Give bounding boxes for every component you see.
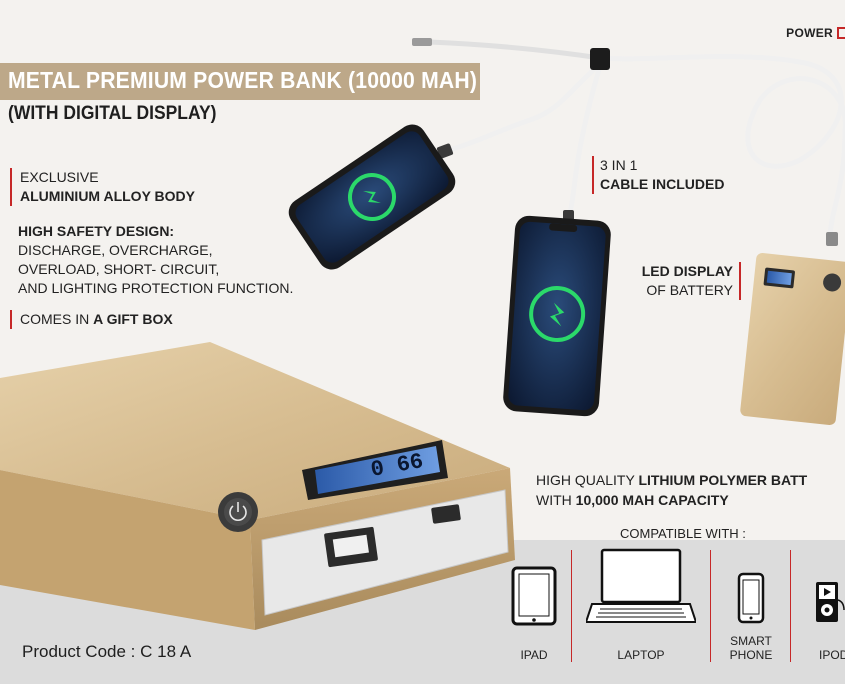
device-smartphone-label: SMART PHONE xyxy=(716,634,786,662)
tablet-icon xyxy=(511,566,557,626)
page-title: METAL PREMIUM POWER BANK (10000 MAH) xyxy=(8,67,478,93)
device-laptop: LAPTOP xyxy=(578,548,704,668)
product-code: Product Code : C 18 A xyxy=(22,642,192,661)
ipod-icon xyxy=(816,582,845,622)
feature-safety-line3: OVERLOAD, SHORT- CIRCUIT, xyxy=(18,261,220,277)
callout-capacity-prefix: WITH xyxy=(536,492,576,508)
callout-led-line1: LED DISPLAY xyxy=(641,263,733,279)
powerbank-small xyxy=(740,253,845,425)
brand-mark-icon xyxy=(837,27,845,39)
feature-safety-line4: AND LIGHTING PROTECTION FUNCTION. xyxy=(18,280,294,296)
smartphone-icon xyxy=(737,572,765,624)
callout-lithium-prefix: HIGH QUALITY xyxy=(536,472,639,488)
device-ipod-label: IPOD xyxy=(819,648,845,662)
device-smartphone-label-line2: PHONE xyxy=(729,648,773,662)
callout-cable: 3 IN 1 CABLE INCLUDED xyxy=(592,156,724,194)
title-band xyxy=(0,63,480,100)
callout-cable-line2: CABLE INCLUDED xyxy=(600,176,725,192)
device-ipad: IPAD xyxy=(500,548,568,668)
laptop-icon xyxy=(586,548,696,623)
device-divider xyxy=(571,550,572,662)
compatible-title: COMPATIBLE WITH : xyxy=(620,526,746,541)
brand-name: POWER xyxy=(786,26,833,40)
device-ipad-label: IPAD xyxy=(520,648,548,662)
device-laptop-label: LAPTOP xyxy=(617,648,665,662)
callout-capacity-bold: 10,000 MAH CAPACITY xyxy=(575,492,729,508)
feature-gift-prefix: COMES IN xyxy=(20,311,94,327)
feature-gift-box: COMES IN A GIFT BOX xyxy=(10,310,173,329)
cable-splitter xyxy=(590,48,610,70)
callout-lithium-bold: LITHIUM POLYMER BATT xyxy=(638,472,808,488)
feature-safety-heading: HIGH SAFETY DESIGN: xyxy=(18,223,175,239)
device-divider xyxy=(710,550,711,662)
device-ipod: IPOD xyxy=(800,548,845,668)
page-subtitle: (WITH DIGITAL DISPLAY) xyxy=(8,103,217,124)
device-divider xyxy=(790,550,791,662)
feature-safety: HIGH SAFETY DESIGN: DISCHARGE, OVERCHARG… xyxy=(10,222,293,298)
brand-logo: POWER xyxy=(786,26,845,40)
feature-alloy-line2: ALUMINIUM ALLOY BODY xyxy=(20,188,195,204)
feature-alloy-body: EXCLUSIVE ALUMINIUM ALLOY BODY xyxy=(10,168,195,206)
callout-cable-line1: 3 IN 1 xyxy=(600,157,638,173)
cable xyxy=(427,39,845,243)
callout-lithium: HIGH QUALITY LITHIUM POLYMER BATT WITH 1… xyxy=(536,470,807,510)
phone-upright xyxy=(503,215,611,417)
powerbank-main xyxy=(0,342,515,630)
device-smartphone-label-line1: SMART xyxy=(730,634,772,648)
feature-safety-line2: DISCHARGE, OVERCHARGE, xyxy=(18,242,213,258)
phone-tilted xyxy=(288,124,456,270)
feature-gift-bold: A GIFT BOX xyxy=(93,311,173,327)
feature-alloy-line1: EXCLUSIVE xyxy=(20,169,99,185)
cable-connector xyxy=(412,38,432,46)
device-smartphone: SMART PHONE xyxy=(716,548,786,668)
callout-led-line2: OF BATTERY xyxy=(646,282,733,298)
callout-led: LED DISPLAY OF BATTERY xyxy=(642,262,741,300)
